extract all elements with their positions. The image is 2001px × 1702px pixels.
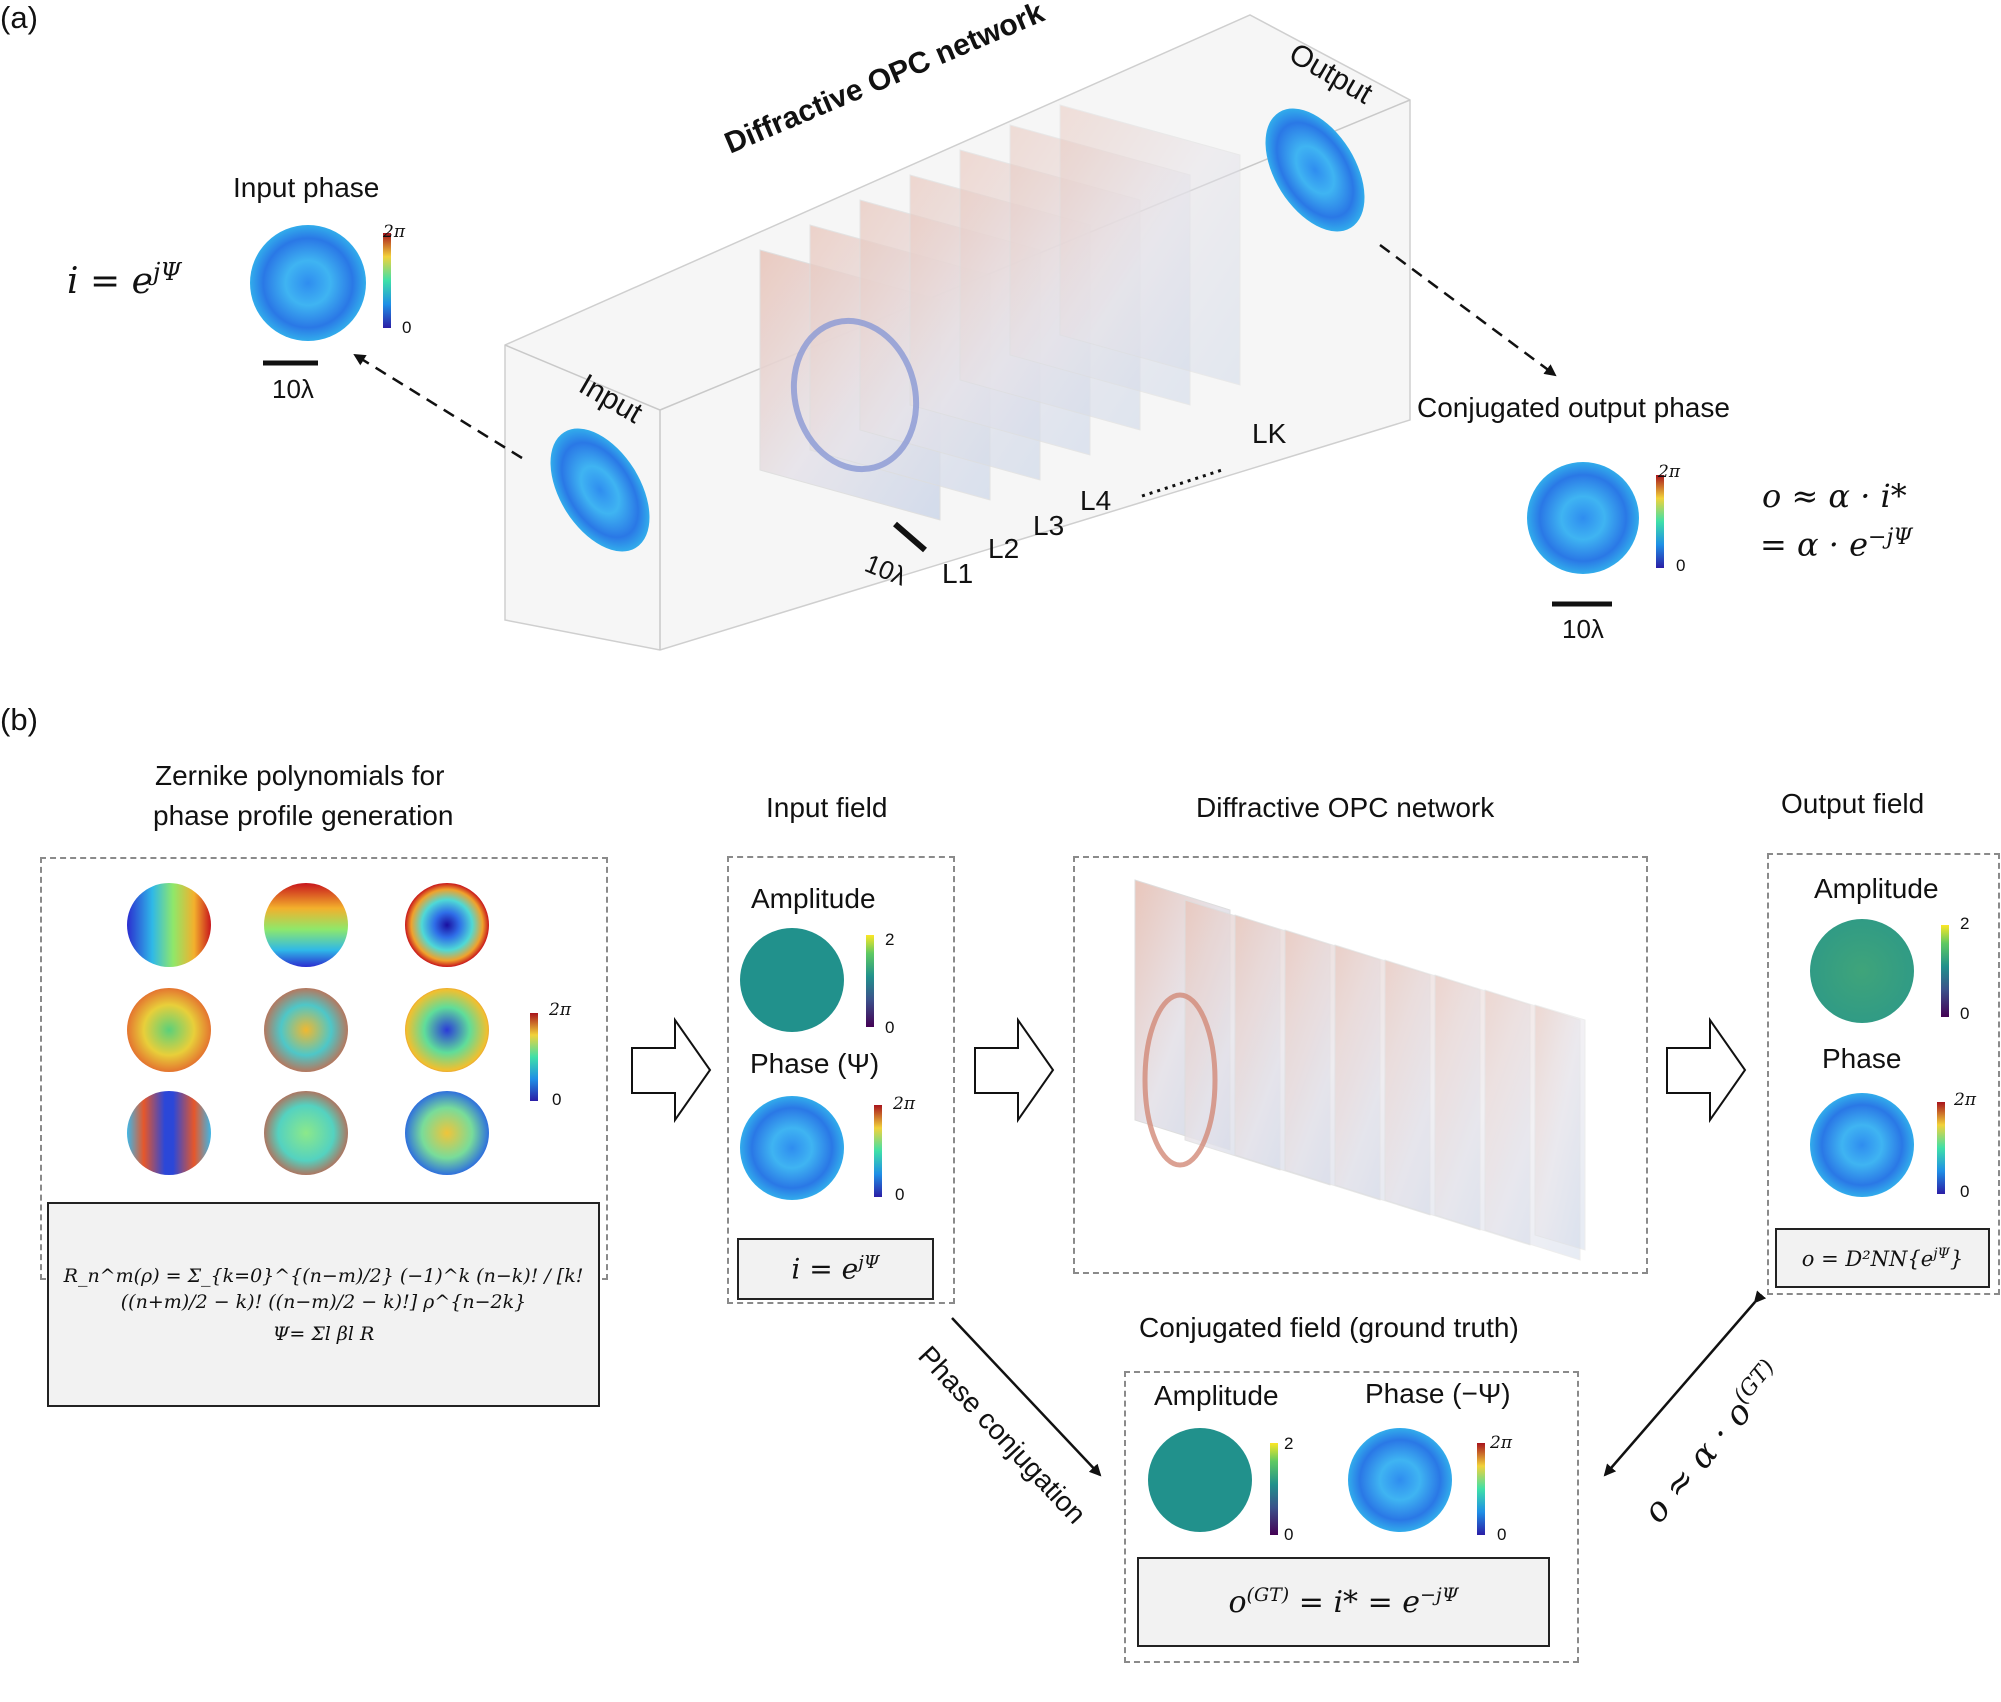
input-phase-cbar-top: 2π [383,222,405,242]
phase-conjugation-arrow [951,1317,1102,1477]
input-phase-arrow [353,353,523,460]
input-field-title: Input field [766,792,888,823]
diffractive-layers-3d [759,104,1241,521]
conj-field-box [1124,1371,1579,1663]
zernike-radial-equation: R_n^m(ρ) = Σ_{k=0}^{(n−m)/2} (−1)^k (n−k… [63,1264,584,1313]
network-box [1073,856,1648,1274]
diffractive-layers-b [1134,879,1586,1261]
layer-lk: LK [1252,418,1287,449]
conj-eq-gt: (GT) [1246,1584,1290,1606]
conj-eq-o: o [1228,1585,1247,1620]
output-approx-eq-line2: = α · e−jΨ [1760,525,1913,564]
layer-l4: L4 [1080,485,1112,516]
input-amp-cbar-bottom: 0 [885,1018,895,1037]
output-approx-eq-line1: o ≈ α · i* [1762,477,1907,515]
zernike-equation-box: R_n^m(ρ) = Σ_{k=0}^{(n−m)/2} (−1)^k (n−k… [47,1202,600,1407]
conj-phase-cbar-bottom: 0 [1676,556,1686,575]
zernike-grid [127,883,538,1175]
layer-l1: L1 [942,558,974,589]
input-plane-field [550,428,650,552]
output-phase-label: Phase [1822,1043,1902,1074]
conj-amp-cbar-top: 2 [1284,1434,1294,1453]
conjugated-output-phase-title: Conjugated output phase [1417,392,1730,423]
conj-eq-mid: = i* = e [1289,1585,1421,1620]
network-title-b: Diffractive OPC network [1196,792,1495,823]
output-eq-tail: } [1949,1246,1964,1271]
input-field-equation: i = ejΨ [67,258,182,302]
panel-a-label: (a) [0,0,38,35]
output-eq-box: o = D²NN{ejΨ} [1775,1228,1990,1288]
output-field-title: Output field [1781,788,1925,819]
conj-amplitude-label: Amplitude [1154,1380,1279,1411]
layer-l3: L3 [1033,510,1065,541]
conj-amp-cbar-bottom: 0 [1284,1525,1294,1544]
conj-phase-label: Phase (−Ψ) [1365,1378,1511,1409]
zernike-cbar-top: 2π [549,1000,571,1020]
input-eq-text: i = e [791,1252,859,1286]
output-field-box [1767,853,2000,1295]
input-phase-map [250,225,391,366]
input-phase-scale-label: 10λ [272,374,314,404]
psi-equation: Ψ= Σl βl R [272,1323,375,1346]
zernike-title-line1: Zernike polynomials for [155,760,445,791]
output-field-maps [1810,919,1949,1197]
output-amp-cbar-top: 2 [1960,914,1970,933]
input-phase-label: Phase (Ψ) [750,1048,880,1079]
input-amp-cbar-top: 2 [885,930,895,949]
input-eq-sup: jΨ [858,1252,880,1274]
output-plane-field [1265,108,1365,232]
output-phase-cbar-bottom: 0 [1960,1182,1970,1201]
comparison-arrow [1603,1290,1767,1477]
input-phase-cbar-bottom-b: 0 [895,1185,905,1204]
output-phase-arrow [1379,243,1557,377]
conjugated-field-maps [1148,1428,1485,1535]
conj-eq-box: o(GT) = i* = e−jΨ [1137,1557,1550,1647]
layer-l2: L2 [988,533,1020,564]
input-field-maps [740,928,882,1200]
panel-b-label: (b) [0,702,38,737]
zernike-title-line2: phase profile generation [153,800,454,831]
block-arrows [631,1016,1747,1124]
input-eq-box: i = ejΨ [737,1238,934,1300]
input-phase-cbar-top-b: 2π [893,1094,915,1114]
layer-scale-bar [893,521,927,553]
input-field-box [727,856,955,1304]
output-amp-cbar-bottom: 0 [1960,1004,1970,1023]
conj-eq-sup: −jΨ [1420,1584,1459,1606]
output-eq-sup: jΨ [1933,1245,1950,1262]
conj-phase-cbar-top-b: 2π [1490,1433,1512,1453]
output-eq-text: o = D²NN{e [1801,1246,1934,1271]
layers-ellipsis [1141,468,1223,498]
output-amplitude-label: Amplitude [1814,873,1939,904]
conj-field-title: Conjugated field (ground truth) [1139,1312,1519,1343]
conj-phase-cbar-top: 2π [1658,462,1680,482]
zernike-cbar-bottom: 0 [552,1090,562,1109]
conj-phase-scale-label: 10λ [1562,614,1604,644]
input-phase-title: Input phase [233,172,380,203]
conj-phase-cbar-bottom-b: 0 [1497,1525,1507,1544]
output-phase-cbar-top: 2π [1954,1090,1976,1110]
input-amplitude-label: Amplitude [751,883,876,914]
conjugated-output-phase-map [1527,462,1664,607]
input-phase-cbar-bottom: 0 [402,318,412,337]
